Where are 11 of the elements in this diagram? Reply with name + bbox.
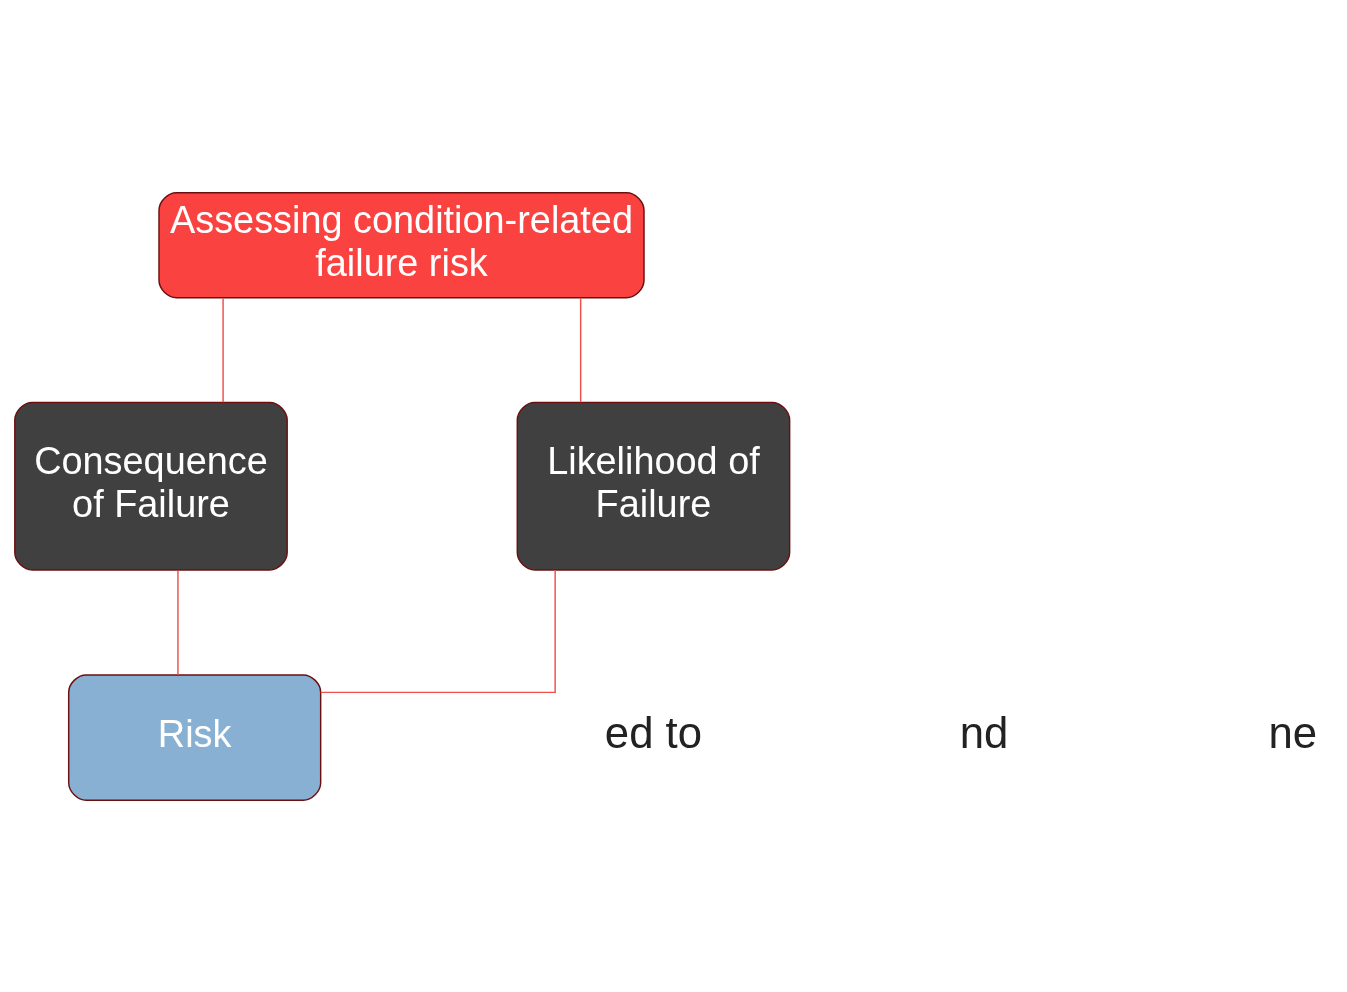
- label: nd: [959, 707, 1009, 757]
- label: ed to: [604, 707, 703, 757]
- node-box: Assessing condition-related failure risk: [158, 191, 645, 298]
- connector: [579, 296, 582, 403]
- node-box: Risk: [67, 673, 322, 801]
- node-box: Consequence of Failure: [14, 401, 288, 571]
- connector: [320, 568, 556, 693]
- label: ne: [1268, 707, 1318, 757]
- node-box: Likelihood of Failure: [516, 401, 791, 571]
- connector: [177, 569, 179, 676]
- connector: [222, 296, 224, 403]
